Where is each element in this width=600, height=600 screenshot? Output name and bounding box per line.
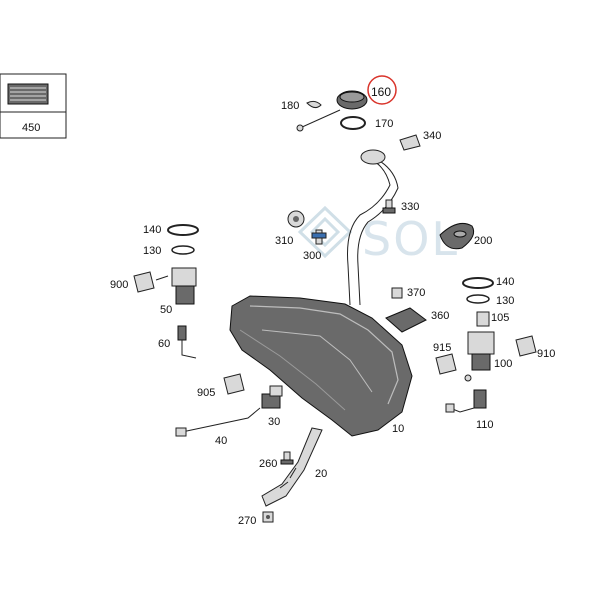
part-360-icon — [385, 307, 427, 333]
label-30: 30 — [268, 416, 280, 428]
part-910-icon — [515, 335, 537, 357]
watermark-logo-icon — [297, 205, 353, 259]
label-450: 450 — [22, 122, 40, 134]
label-915: 915 — [433, 342, 451, 354]
part-915-icon — [435, 353, 457, 375]
label-130-right: 130 — [496, 295, 514, 307]
label-100: 100 — [494, 358, 512, 370]
part-140-right-icon — [462, 277, 494, 289]
part-110-sensor-icon — [445, 389, 487, 413]
label-340: 340 — [423, 130, 441, 142]
highlight-circle — [367, 75, 397, 105]
label-200: 200 — [474, 235, 492, 247]
part-300-icon — [311, 229, 327, 245]
label-140-right: 140 — [496, 276, 514, 288]
filler-neck-pipe — [347, 149, 399, 306]
label-170: 170 — [375, 118, 393, 130]
part-340-icon — [399, 134, 421, 151]
label-300: 300 — [303, 250, 321, 262]
label-905: 905 — [197, 387, 215, 399]
label-60: 60 — [158, 338, 170, 350]
part-30-icon — [261, 385, 283, 409]
part-170-icon — [340, 116, 366, 130]
part-130-right-icon — [466, 294, 490, 304]
part-140-left-icon — [167, 224, 199, 236]
label-10: 10 — [392, 423, 404, 435]
part-260-icon — [280, 451, 294, 465]
fuel-cap-assembly — [296, 90, 368, 132]
part-20-strap-icon — [261, 427, 323, 507]
highlight-160: 160 — [367, 75, 397, 105]
part-330-icon — [382, 199, 396, 214]
label-140-left: 140 — [143, 224, 161, 236]
part-900-icon — [133, 271, 155, 293]
part-270-icon — [262, 511, 274, 523]
label-105: 105 — [491, 312, 509, 324]
label-20: 20 — [315, 468, 327, 480]
part-50-pump-icon — [155, 267, 197, 305]
part-60-sender-icon — [177, 325, 197, 359]
label-50: 50 — [160, 304, 172, 316]
part-370-icon — [391, 287, 403, 299]
part-450-icon — [7, 83, 49, 105]
inset-box-450: 450 — [0, 73, 67, 139]
label-110: 110 — [476, 419, 494, 431]
part-40-cable-icon — [175, 407, 261, 437]
part-130-left-icon — [171, 245, 195, 255]
label-260: 260 — [259, 458, 277, 470]
label-40: 40 — [215, 435, 227, 447]
part-100-pump-icon — [464, 331, 495, 382]
label-270: 270 — [238, 515, 256, 527]
label-330: 330 — [401, 201, 419, 213]
label-160: 160 — [371, 85, 391, 99]
label-360: 360 — [431, 310, 449, 322]
label-900: 900 — [110, 279, 128, 291]
part-105-icon — [476, 311, 490, 327]
fuel-tank-body — [229, 295, 413, 437]
part-200-icon — [439, 223, 475, 250]
label-180: 180 — [281, 100, 299, 112]
part-180-icon — [306, 100, 322, 109]
label-310: 310 — [275, 235, 293, 247]
label-910: 910 — [537, 348, 555, 360]
part-905-icon — [223, 373, 245, 395]
label-130-left: 130 — [143, 245, 161, 257]
label-370: 370 — [407, 287, 425, 299]
